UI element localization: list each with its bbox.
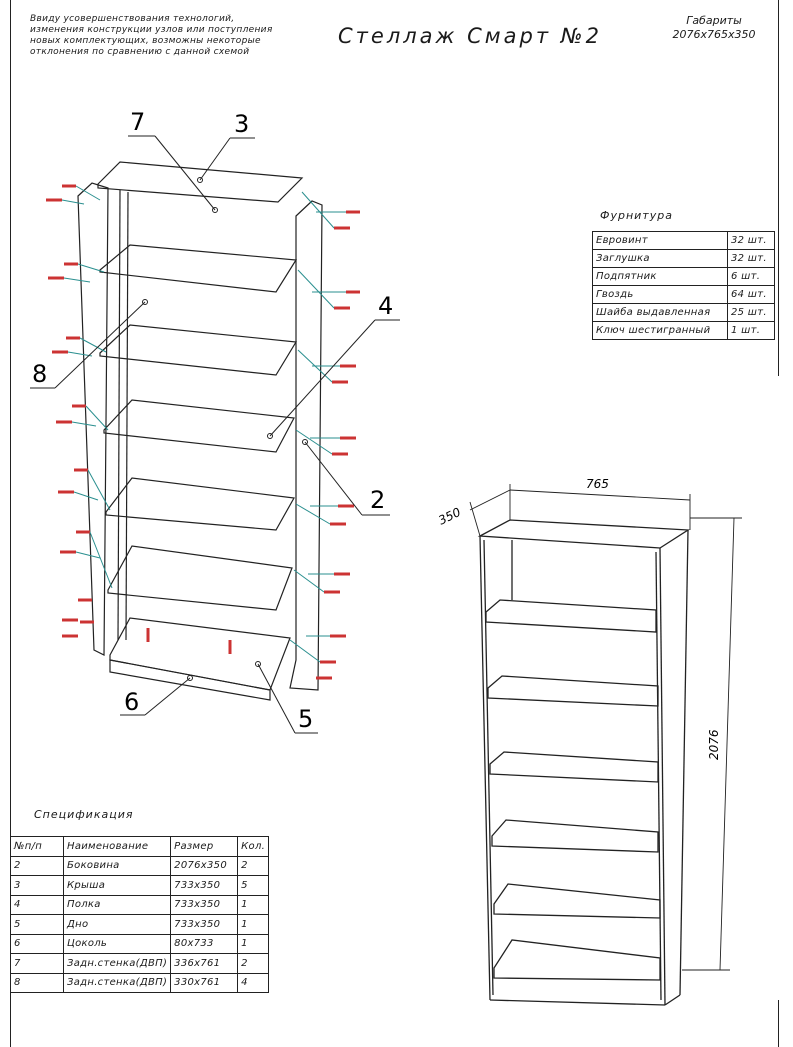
part-label-3: 3 (234, 110, 249, 138)
part-label-6: 6 (124, 688, 139, 716)
screws-right (146, 210, 360, 680)
part-label-2: 2 (370, 486, 385, 514)
note-line: изменения конструкции узлов или поступле… (30, 25, 273, 35)
spec-caption: Спецификация (34, 808, 134, 821)
assembled-bottom (493, 939, 661, 981)
shelf (103, 399, 295, 453)
overall-dimensions: Габариты 2076x765x350 (664, 14, 764, 42)
fitting-qty: 6 шт. (727, 267, 775, 286)
assembled-shelf (487, 675, 659, 707)
fitting-qty: 1 шт. (727, 321, 775, 340)
assembled-shelf (491, 819, 659, 853)
shelf (107, 545, 293, 611)
frame-border-left (10, 0, 11, 1047)
spec-cell: 4 (237, 972, 270, 993)
dimensions-label: Габариты (686, 14, 742, 27)
note-line: Ввиду усовершенствования технологий, (30, 14, 235, 24)
frame-border-right (778, 0, 779, 376)
top-panel (97, 161, 304, 203)
shelf (105, 477, 295, 531)
dim-width: 765 (586, 477, 609, 491)
exploded-view (77, 161, 323, 701)
spec-cell: 2 (237, 953, 270, 974)
left-side-panel (77, 182, 109, 656)
dimension-lines (469, 484, 742, 971)
dim-depth: 350 (436, 505, 463, 528)
plinth (109, 659, 271, 701)
part-label-7: 7 (130, 108, 145, 136)
spec-cell: 5 (237, 875, 270, 896)
dim-height: 2076 (707, 729, 721, 760)
shelf (99, 244, 298, 293)
part-label-4: 4 (378, 292, 393, 320)
assembled-view (477, 519, 691, 1006)
shelf (99, 324, 298, 376)
back-panel-edge (117, 189, 121, 641)
fittings-caption: Фурнитура (600, 209, 673, 222)
right-side-panel (289, 200, 323, 691)
disclaimer-note: Ввиду усовершенствования технологий, изм… (30, 14, 273, 58)
assembled-top (477, 519, 691, 549)
part-callouts (30, 135, 400, 734)
note-line: отклонения по сравнению с данной схемой (30, 47, 250, 57)
fitting-name: Ключ шестигранный (592, 321, 728, 340)
part-label-5: 5 (298, 705, 313, 733)
bottom-panel (109, 617, 291, 691)
dimensions-value: 2076x765x350 (672, 28, 756, 41)
assembled-shelf (489, 751, 659, 783)
assembled-shelf (485, 599, 657, 633)
back-panel-edge (125, 191, 129, 641)
screws-left (46, 184, 94, 638)
screw-guides (61, 185, 346, 663)
document-title: Стеллаж Смарт №2 (338, 24, 602, 48)
frame-border-right-bottom (778, 1000, 779, 1047)
assembled-shelf (493, 883, 661, 919)
spec-cell: Задн.стенка(ДВП) (62, 972, 172, 993)
note-line: новых комплектующих, возможны некоторые (30, 36, 261, 46)
part-label-8: 8 (32, 360, 47, 388)
